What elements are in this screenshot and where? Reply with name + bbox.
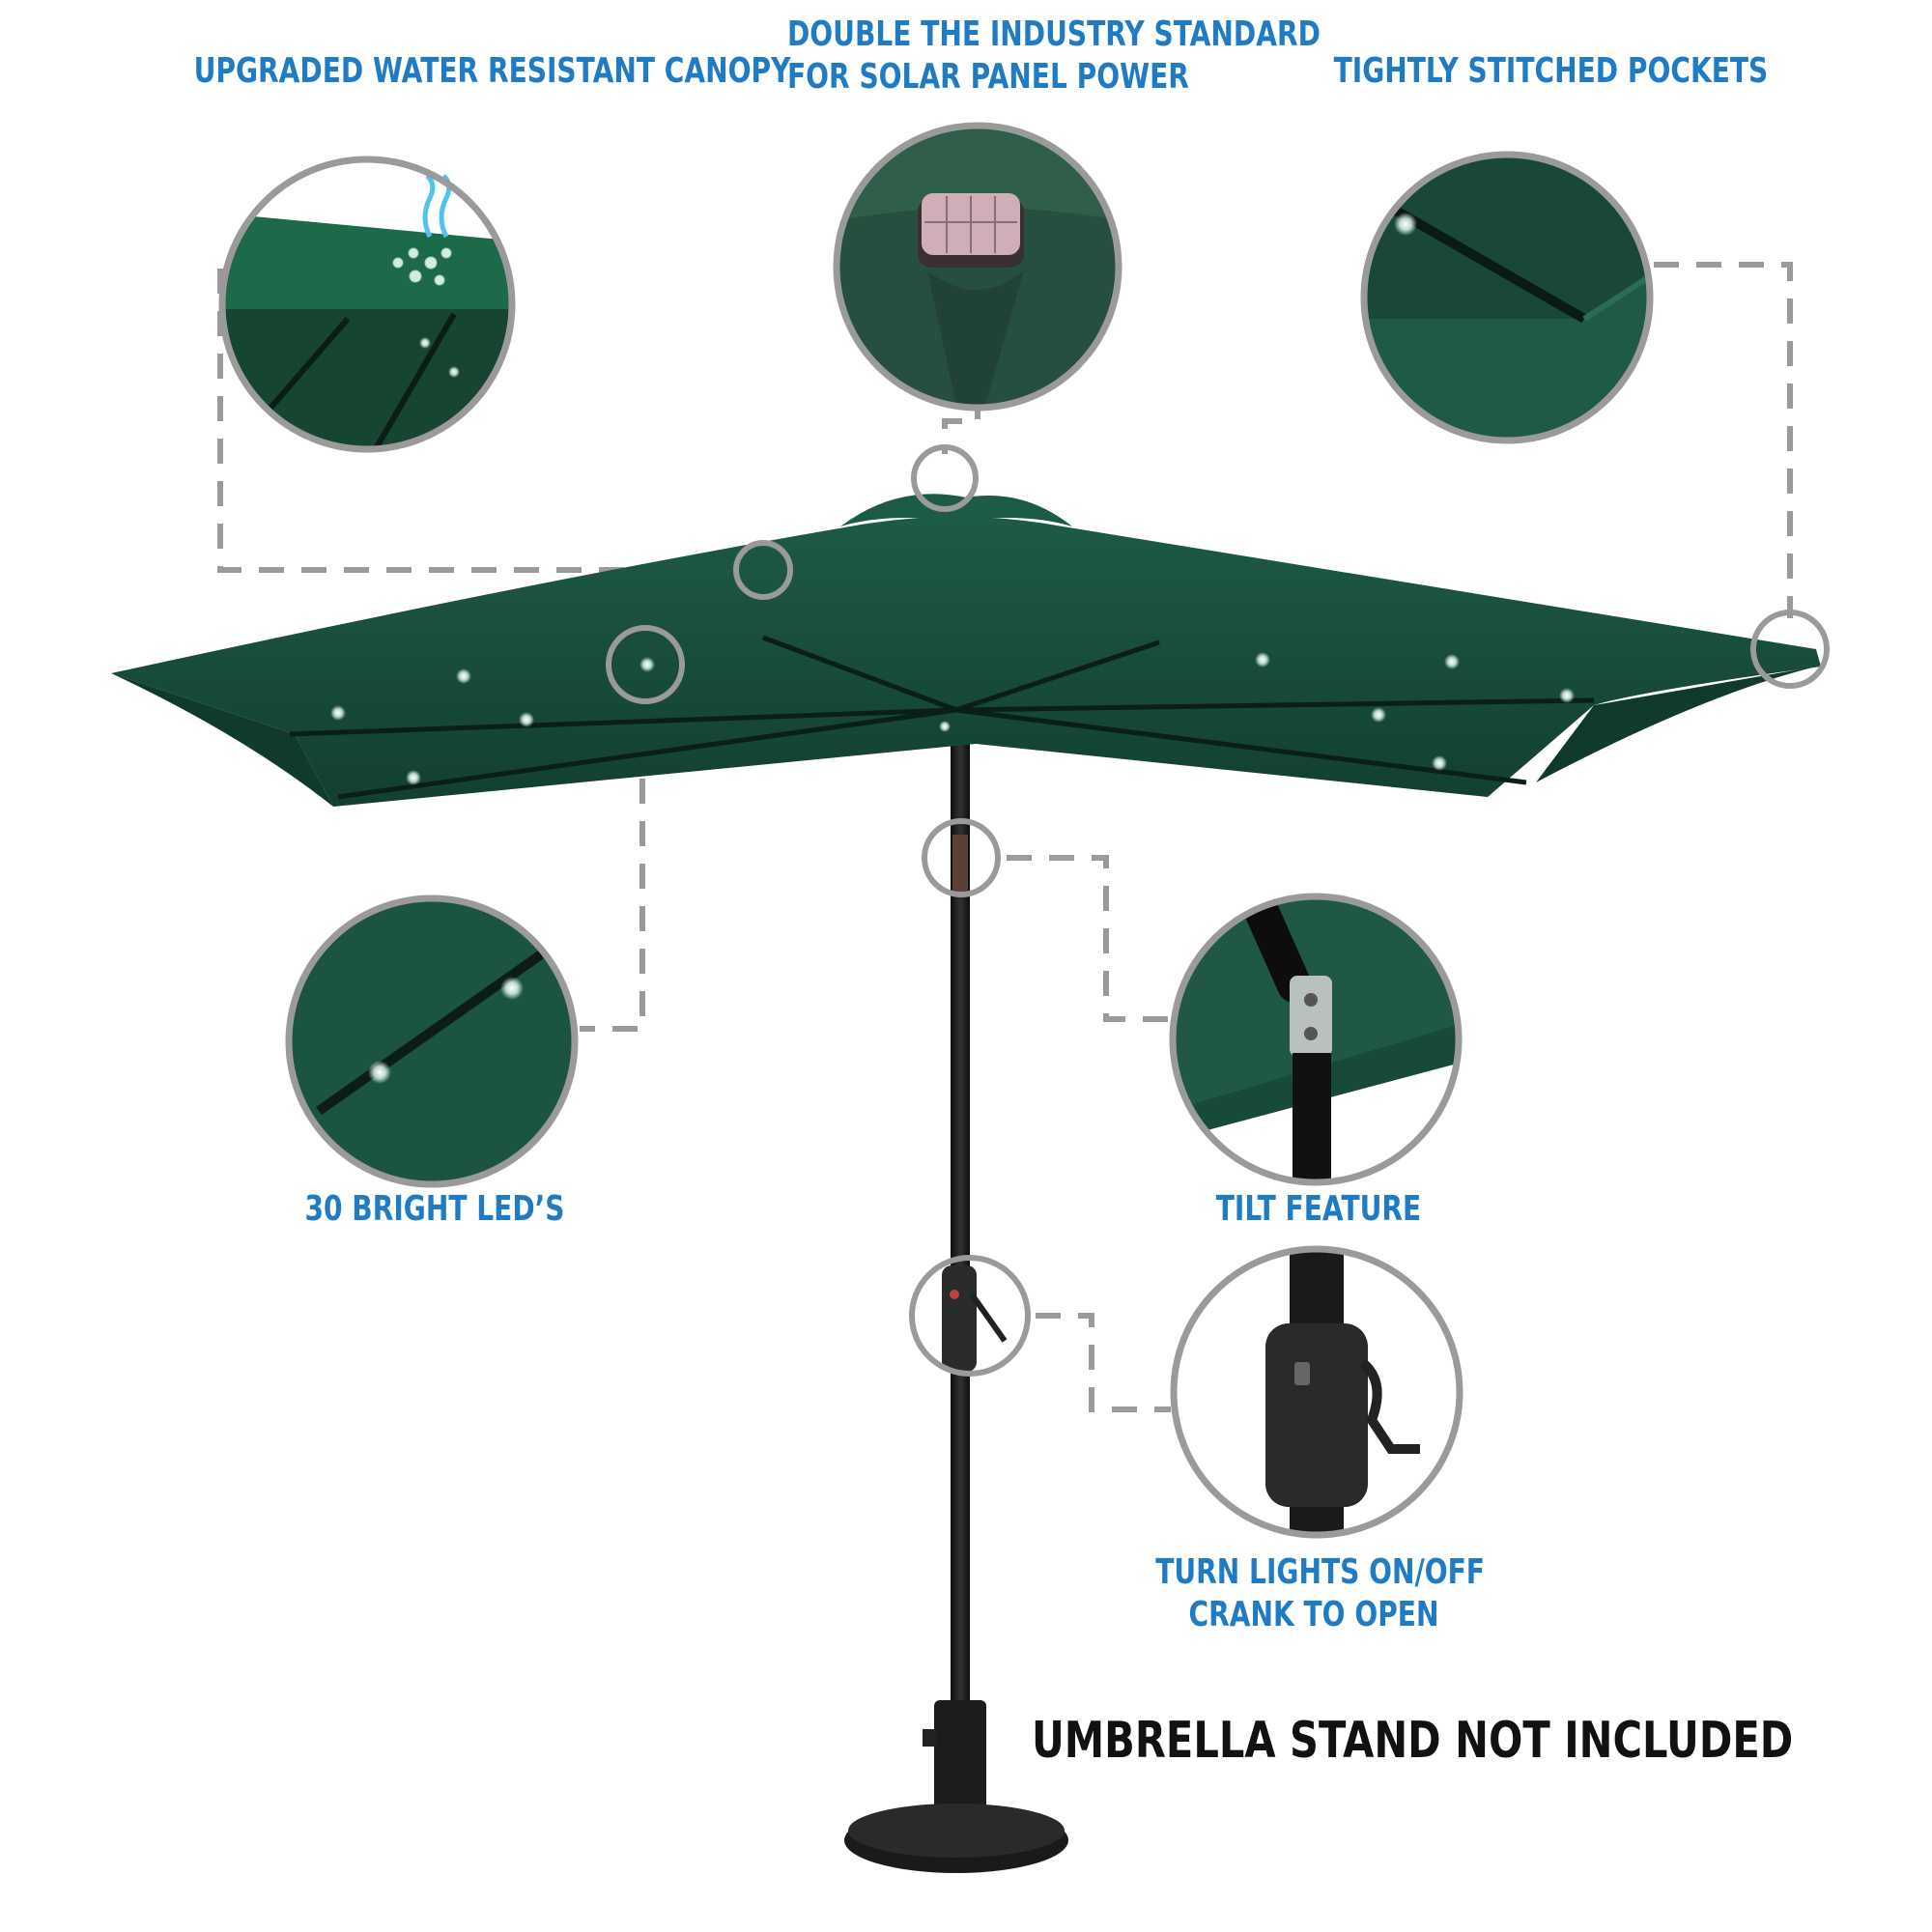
- pocket-callout-line: [1654, 262, 1793, 618]
- crank-callout-line: [1036, 1313, 1171, 1412]
- pocket-feature-label: TIGHTLY STITCHED POCKETS: [1333, 51, 1769, 91]
- umbrella-canopy: [111, 494, 1821, 807]
- tilt-marker: [922, 818, 1001, 897]
- led-detail-bubble: [285, 895, 579, 1188]
- canopy-callout-line: [217, 262, 729, 573]
- canopy-feature-label: UPGRADED WATER RESISTANT CANOPY: [193, 51, 791, 91]
- crank-feature-line1: TURN LIGHTS ON/OFF: [1155, 1552, 1485, 1592]
- canopy-detail-bubble: [218, 156, 516, 453]
- water-drops-icon: [392, 247, 452, 286]
- crank-marker: [909, 1255, 1031, 1377]
- umbrella-pole: [942, 633, 1008, 1792]
- solar-feature-line1: DOUBLE THE INDUSTRY STANDARD: [787, 14, 1321, 54]
- canopy-marker: [733, 540, 793, 600]
- callout-lines: [217, 262, 1793, 1412]
- crank-feature-line2: CRANK TO OPEN: [1188, 1595, 1439, 1634]
- solar-marker: [911, 444, 979, 512]
- tilt-detail-bubble: [1169, 893, 1463, 1186]
- tilt-callout-line: [1007, 855, 1171, 1022]
- pocket-marker: [1750, 610, 1830, 689]
- solar-feature-line2: FOR SOLAR PANEL POWER: [787, 57, 1189, 97]
- tilt-feature-label: TILT FEATURE: [1215, 1189, 1422, 1229]
- led-marker: [606, 625, 685, 704]
- led-feature-label: 30 BRIGHT LED’S: [304, 1189, 565, 1229]
- pocket-detail-bubble: [1360, 151, 1654, 444]
- canopy-leds: [330, 652, 1575, 785]
- solar-feature-label: DOUBLE THE INDUSTRY STANDARD FOR SOLAR P…: [787, 14, 1321, 99]
- marker-circles: [606, 444, 1830, 1377]
- crank-detail-bubble: [1170, 1245, 1463, 1539]
- solar-detail-bubble: [833, 122, 1122, 412]
- crank-feature-label: TURN LIGHTS ON/OFF CRANK TO OPEN: [1155, 1551, 1485, 1636]
- stand-disclaimer: UMBRELLA STAND NOT INCLUDED: [1032, 1712, 1794, 1770]
- umbrella-stand: [844, 1700, 1068, 1873]
